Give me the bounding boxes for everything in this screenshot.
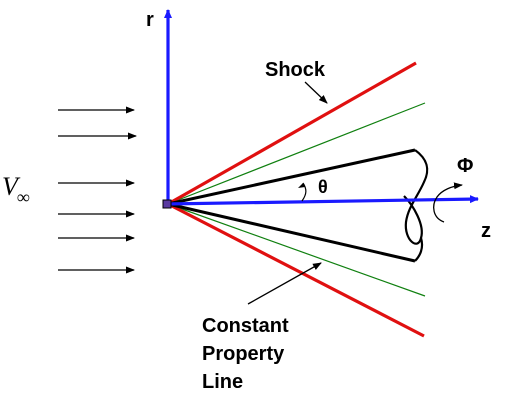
r-axis-label: r [146,9,154,31]
shock-label: Shock [265,59,326,81]
property-pointer-arrow [247,262,322,305]
cone-base [403,149,429,245]
freestream-arrows [58,106,137,274]
property-line-upper [167,102,426,205]
cone-base-lower [414,237,424,262]
cone-edge-lower [167,202,416,263]
cone-vertex [162,199,172,209]
theta-label: θ [318,177,328,197]
freestream-velocity-subscript: ∞ [17,187,30,207]
shock-line-lower [167,202,425,338]
constant-property-label-line1: Constant [202,315,289,337]
phi-rotation-arrow [433,182,463,223]
shock-line-upper [167,61,417,206]
constant-property-label-line2: Property [202,343,285,365]
z-axis [165,195,479,206]
phi-label: Φ [457,155,473,177]
constant-property-label-line3: Line [202,371,243,393]
cone-edge-upper [167,148,416,206]
theta-arc [301,182,307,202]
freestream-velocity-symbol: V [2,172,21,201]
theta-arc-arrowhead [298,183,305,188]
shock-pointer-arrow [304,81,328,104]
property-line-lower [167,203,426,297]
z-axis-label: z [481,220,491,242]
